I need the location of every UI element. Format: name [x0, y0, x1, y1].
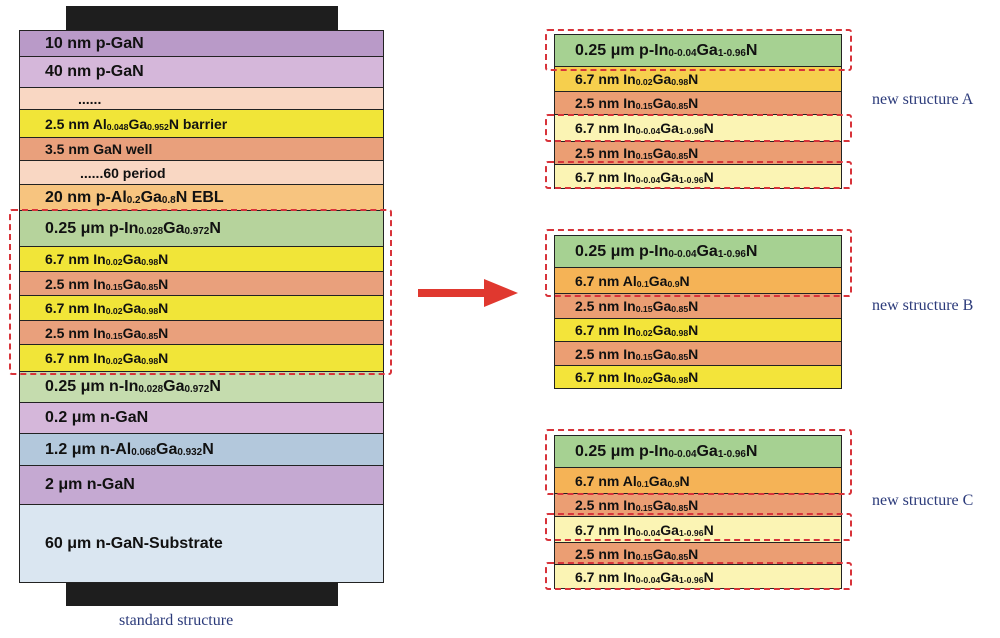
layer-label: 2.5 nm In0.15Ga0.85N — [575, 497, 699, 514]
structure-c-caption: new structure C — [872, 492, 974, 509]
standard-layer-2: 40 nm p-GaN — [19, 56, 384, 88]
structure-a-stack: 0.25 μm p-In0-0.04Ga1-0.96N 6.7 nm In0.02… — [554, 34, 842, 189]
structure-b-highlight — [545, 229, 852, 297]
layer-label: 2 μm n-GaN — [45, 476, 135, 493]
layer-label: 2.5 nm In0.15Ga0.85N — [45, 324, 169, 341]
structure-a-layer-1: 0.25 μm p-In0-0.04Ga1-0.96N — [554, 34, 842, 67]
standard-layer-14: 0.25 μm n-In0.028Ga0.972N — [19, 371, 384, 403]
standard-structure-caption: standard structure — [119, 612, 234, 629]
standard-layer-13: 6.7 nm In0.02Ga0.98N — [19, 344, 384, 372]
structure-c-layer-5: 2.5 nm In0.15Ga0.85N — [554, 542, 842, 565]
structure-c-layer-6: 6.7 nm In0-0.04Ga1-0.96N — [554, 564, 842, 589]
layer-label: 2.5 nm Al0.048Ga0.952N barrier — [45, 115, 228, 132]
standard-layer-12: 2.5 nm In0.15Ga0.85N — [19, 320, 384, 345]
structure-b-layer-3: 2.5 nm In0.15Ga0.85N — [554, 293, 842, 319]
layer-label: 40 nm p-GaN — [45, 63, 144, 80]
structure-b-caption: new structure B — [872, 297, 974, 314]
structure-b-layer-4: 6.7 nm In0.02Ga0.98N — [554, 318, 842, 342]
standard-layer-10: 2.5 nm In0.15Ga0.85N — [19, 271, 384, 296]
standard-layer-1: 10 nm p-GaN — [19, 30, 384, 57]
standard-layer-8: 0.25 μm p-In0.028Ga0.972N — [19, 210, 384, 247]
structure-b-layer-1: 0.25 μm p-In0-0.04Ga1-0.96N — [554, 235, 842, 268]
layer-label: 6.7 nm Al0.1Ga0.9N — [575, 272, 690, 289]
layer-label: 20 nm p-Al0.2Ga0.8N EBL — [45, 188, 224, 206]
layer-label: 2.5 nm In0.15Ga0.85N — [575, 145, 699, 162]
layer-label: 3.5 nm GaN well — [45, 141, 153, 157]
top-contact — [66, 6, 338, 30]
layer-label: 10 nm p-GaN — [45, 34, 144, 52]
standard-layer-5: 3.5 nm GaN well — [19, 137, 384, 161]
standard-layer-7: 20 nm p-Al0.2Ga0.8N EBL — [19, 184, 384, 211]
layer-label: ...... — [78, 90, 102, 107]
structure-c-stack: 0.25 μm p-In0-0.04Ga1-0.96N 6.7 nm Al0.1G… — [554, 435, 842, 589]
structure-c-highlight-top — [545, 429, 852, 495]
layer-label: 6.7 nm In0.02Ga0.98N — [45, 300, 169, 317]
layer-label: 6.7 nm In0-0.04Ga1-0.96N — [575, 168, 714, 185]
layer-label: 0.25 μm n-In0.028Ga0.972N — [45, 378, 221, 396]
layer-label: 6.7 nm In0.02Ga0.98N — [45, 350, 169, 367]
structure-b-layer-6: 6.7 nm In0.02Ga0.98N — [554, 365, 842, 389]
structure-a-caption: new structure A — [872, 91, 974, 108]
structure-c-layer-2: 6.7 nm Al0.1Ga0.9N — [554, 467, 842, 494]
layer-label: 6.7 nm In0.02Ga0.98N — [575, 369, 699, 386]
standard-layer-16: 1.2 μm n-Al0.068Ga0.932N — [19, 433, 384, 466]
layer-label: 2.5 nm In0.15Ga0.85N — [575, 298, 699, 315]
layer-label: ......60 period — [80, 164, 166, 181]
layer-label: 6.7 nm In0.02Ga0.98N — [45, 251, 169, 268]
layer-label: 6.7 nm Al0.1Ga0.9N — [575, 472, 690, 489]
layer-label: 6.7 nm In0.02Ga0.98N — [575, 71, 699, 88]
layer-label: 6.7 nm In0-0.04Ga1-0.96N — [575, 521, 714, 538]
structure-c-highlight-bottom — [545, 562, 852, 590]
standard-layer-18: 60 μm n-GaN-Substrate — [19, 504, 384, 583]
standard-layer-6: ......60 period — [19, 160, 384, 185]
standard-layer-11: 6.7 nm In0.02Ga0.98N — [19, 295, 384, 321]
bottom-contact — [66, 582, 338, 606]
layer-label: 0.25 μm p-In0-0.04Ga1-0.96N — [575, 242, 758, 260]
layer-label: 60 μm n-GaN-Substrate — [45, 534, 223, 552]
standard-layer-17: 2 μm n-GaN — [19, 465, 384, 505]
layer-label: 0.25 μm p-In0-0.04Ga1-0.96N — [575, 41, 758, 59]
layer-label: 2.5 nm In0.15Ga0.85N — [45, 275, 169, 292]
standard-highlight-box — [9, 209, 392, 375]
standard-layer-3: ...... — [19, 87, 384, 110]
layer-label: 1.2 μm n-Al0.068Ga0.932N — [45, 440, 214, 458]
layer-label: 0.25 μm p-In0.028Ga0.972N — [45, 219, 221, 237]
layer-label: 2.5 nm In0.15Ga0.85N — [575, 345, 699, 362]
structure-b-stack: 0.25 μm p-In0-0.04Ga1-0.96N 6.7 nm Al0.1G… — [554, 235, 842, 389]
structure-a-highlight-bottom — [545, 161, 852, 189]
structure-a-highlight-mid — [545, 114, 852, 142]
standard-layer-15: 0.2 μm n-GaN — [19, 402, 384, 434]
structure-b-layer-5: 2.5 nm In0.15Ga0.85N — [554, 341, 842, 366]
layer-label: 2.5 nm In0.15Ga0.85N — [575, 95, 699, 112]
structure-b-layer-2: 6.7 nm Al0.1Ga0.9N — [554, 267, 842, 294]
layer-label: 6.7 nm In0-0.04Ga1-0.96N — [575, 568, 714, 585]
structure-a-layer-3: 2.5 nm In0.15Ga0.85N — [554, 91, 842, 115]
structure-c-layer-1: 0.25 μm p-In0-0.04Ga1-0.96N — [554, 435, 842, 468]
layer-label: 0.2 μm n-GaN — [45, 409, 149, 426]
standard-layer-4: 2.5 nm Al0.048Ga0.952N barrier — [19, 109, 384, 138]
structure-c-highlight-mid — [545, 513, 852, 541]
right-arrow-icon — [418, 279, 518, 307]
standard-structure-stack: 10 nm p-GaN 40 nm p-GaN...... 2.5 nm Al0.0… — [19, 30, 384, 583]
layer-label: 0.25 μm p-In0-0.04Ga1-0.96N — [575, 442, 758, 460]
layer-label: 6.7 nm In0-0.04Ga1-0.96N — [575, 120, 714, 137]
layer-label: 6.7 nm In0.02Ga0.98N — [575, 322, 699, 339]
layer-label: 2.5 nm In0.15Ga0.85N — [575, 545, 699, 562]
structure-a-highlight-top — [545, 29, 852, 71]
